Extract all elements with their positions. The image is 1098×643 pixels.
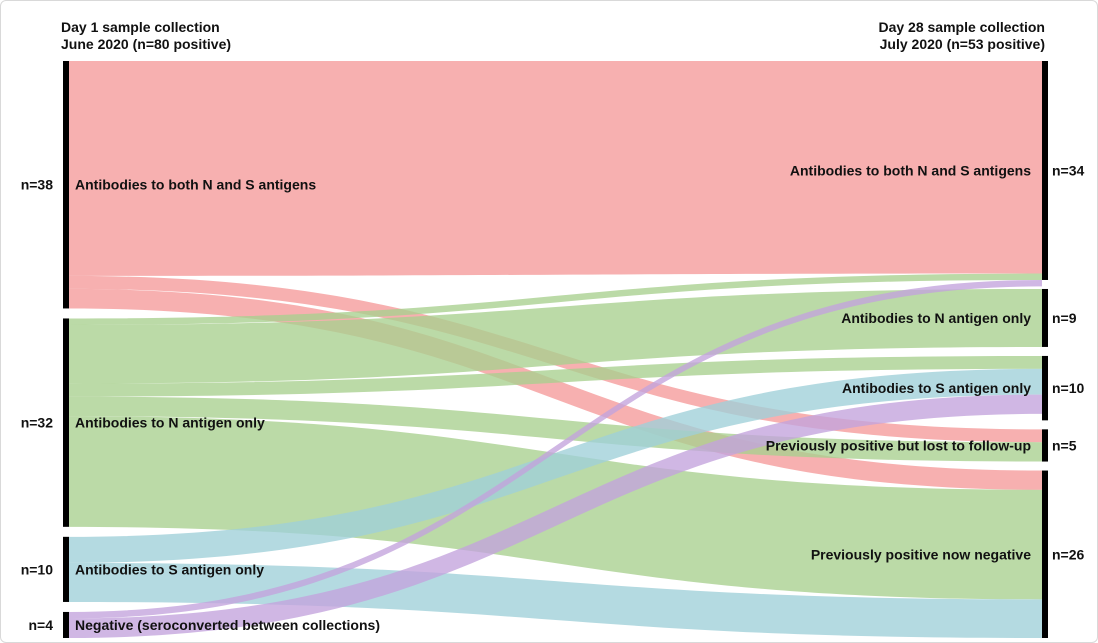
left-header-line1: Day 1 sample collection	[61, 19, 220, 35]
left-node-count-n_only: n=32	[21, 415, 54, 431]
right-column-header: Day 28 sample collection July 2020 (n=53…	[878, 19, 1045, 53]
left-node-bar-n_only	[63, 318, 69, 527]
right-node-label-lost: Previously positive but lost to follow-u…	[766, 437, 1031, 453]
right-node-bar-negative_now	[1042, 470, 1048, 638]
link-both-to-negative_now	[69, 288, 1042, 490]
right-header-line1: Day 28 sample collection	[878, 19, 1045, 35]
right-node-bar-lost	[1042, 429, 1048, 462]
right-header-line2: July 2020 (n=53 positive)	[879, 36, 1045, 52]
right-node-count-negative_now: n=26	[1052, 546, 1085, 562]
link-n_only-to-s_only	[69, 355, 1042, 397]
left-node-label-n_only: Antibodies to N antigen only	[75, 415, 265, 431]
left-node-count-both: n=38	[21, 177, 54, 193]
right-node-bar-n_only	[1042, 288, 1048, 347]
right-node-label-both: Antibodies to both N and S antigens	[790, 162, 1031, 178]
left-node-label-negative: Negative (seroconverted between collecti…	[75, 617, 380, 633]
link-n_only-to-both	[69, 273, 1042, 325]
right-node-label-n_only: Antibodies to N antigen only	[841, 310, 1031, 326]
link-both-to-both	[69, 61, 1042, 276]
left-node-count-negative: n=4	[28, 617, 53, 633]
link-negative-to-both	[69, 279, 1042, 619]
right-node-bar-s_only	[1042, 355, 1048, 421]
right-node-count-s_only: n=10	[1052, 380, 1085, 396]
link-n_only-to-n_only	[69, 288, 1042, 384]
right-node-label-negative_now: Previously positive now negative	[811, 546, 1031, 562]
left-node-bar-negative	[63, 611, 69, 638]
left-node-label-both: Antibodies to both N and S antigens	[75, 177, 316, 193]
left-header-line2: June 2020 (n=80 positive)	[61, 36, 232, 52]
left-node-count-s_only: n=10	[21, 561, 54, 577]
link-s_only-to-s_only	[69, 368, 1042, 563]
right-node-bar-both	[1042, 61, 1048, 280]
link-n_only-to-lost	[69, 396, 1042, 462]
left-column-header: Day 1 sample collection June 2020 (n=80 …	[61, 19, 231, 53]
links-group	[69, 61, 1042, 638]
left-node-bar-both	[63, 61, 69, 309]
right-node-count-n_only: n=9	[1052, 310, 1077, 326]
left-node-bar-s_only	[63, 536, 69, 602]
right-node-count-both: n=34	[1052, 162, 1085, 178]
left-node-label-s_only: Antibodies to S antigen only	[75, 561, 264, 577]
right-node-label-s_only: Antibodies to S antigen only	[842, 380, 1031, 396]
right-node-count-lost: n=5	[1052, 437, 1077, 453]
link-negative-to-s_only	[69, 394, 1042, 638]
